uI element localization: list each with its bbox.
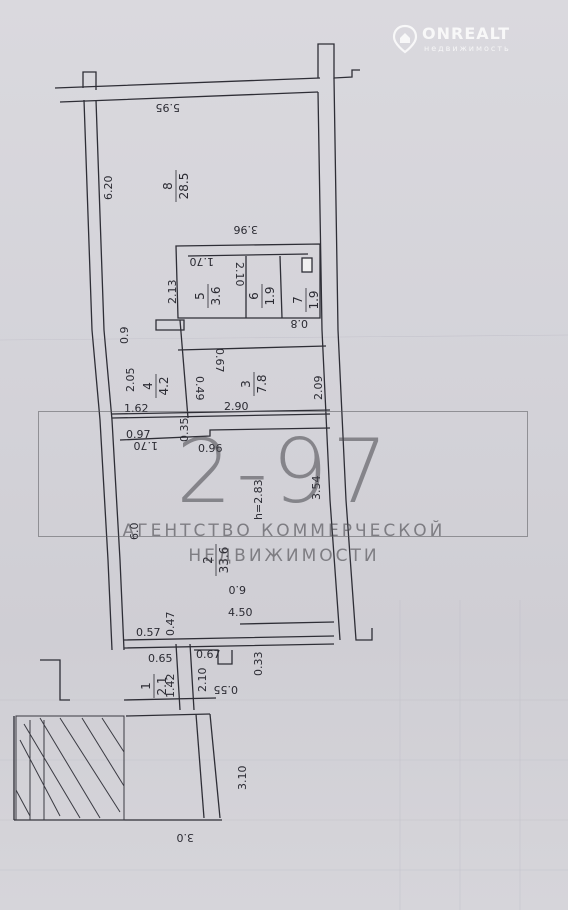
dim-wall-096: 0.96 xyxy=(198,442,223,455)
dim-n033: 0.33 xyxy=(252,652,265,677)
dim-door-049: 0.49 xyxy=(193,376,206,401)
room-2-number: 2 xyxy=(201,556,215,564)
room-6-number: 6 xyxy=(247,292,261,300)
dim-door-170: 1.70 xyxy=(134,439,159,452)
dim-n067: 0.67 xyxy=(196,648,221,661)
room-1-number: 1 xyxy=(139,682,153,690)
dim-inner-width: 3.96 xyxy=(234,223,259,236)
room-3-area: 7.8 xyxy=(255,374,269,393)
room-7-number: 7 xyxy=(291,296,305,304)
brand-logo: ONREALT недвижимость xyxy=(392,22,562,58)
room-6-area: 1.9 xyxy=(263,286,277,305)
dim-bottom-h: 3.10 xyxy=(236,766,249,791)
room-3-label: 3 7.8 xyxy=(239,372,269,396)
dim-wall-035: 0.35 xyxy=(178,418,191,443)
dim-room3-w: 2.90 xyxy=(224,400,249,413)
room-7-area: 1.9 xyxy=(307,290,321,309)
room-1-area: 2.1 xyxy=(155,676,169,695)
room-8-area: 28.5 xyxy=(177,173,191,200)
dim-n055: 0.55 xyxy=(214,683,239,696)
room-8-label: 8 28.5 xyxy=(161,170,191,202)
dim-left-upper: 6.20 xyxy=(102,176,115,201)
dim-wc-b: 2.10 xyxy=(233,262,246,287)
room-2-label: 2 33.6 xyxy=(201,544,231,576)
dim-n047: 0.47 xyxy=(164,612,177,637)
room-5-number: 5 xyxy=(193,292,207,300)
dim-wall-09: 0.9 xyxy=(118,327,131,345)
room-8-number: 8 xyxy=(161,182,175,190)
dim-n065: 0.65 xyxy=(148,652,173,665)
dim-n142: 1.42 xyxy=(164,674,177,699)
dim-room2-label: h=2.83 xyxy=(252,479,265,520)
dim-room2-w: 4.50 xyxy=(228,606,253,619)
dim-n210: 2.10 xyxy=(196,668,209,693)
watermark-line-1: АГЕНТСТВО КОММЕРЧЕСКОЙ xyxy=(122,521,446,541)
dim-room4-h: 2.05 xyxy=(124,368,137,393)
dimension-labels: 5.95 6.20 3.96 1.70 2.10 2.13 0.9 0.8 0.… xyxy=(102,101,325,844)
room-2-area: 33.6 xyxy=(217,547,231,574)
room-7-label: 7 1.9 xyxy=(291,288,321,312)
dim-wc-a: 1.70 xyxy=(190,255,215,268)
room-5-area: 3.6 xyxy=(209,286,223,305)
room-4-label: 4 4.2 xyxy=(141,374,171,398)
room-4-area: 4.2 xyxy=(157,376,171,395)
watermark-number: 2-97 xyxy=(176,420,392,523)
room-3-number: 3 xyxy=(239,380,253,388)
watermark-frame xyxy=(38,411,528,537)
brand-name: ONREALT xyxy=(422,24,511,43)
dim-door-067: 0.67 xyxy=(213,348,226,373)
room-1-label: 1 2.1 xyxy=(139,674,169,698)
dim-room3-h: 2.09 xyxy=(312,376,325,401)
watermark-line-2: НЕДВИЖИМОСТИ xyxy=(188,546,380,566)
dim-n057: 0.57 xyxy=(136,626,161,639)
dim-room2-h: 3.54 xyxy=(310,476,323,501)
room-5-label: 5 3.6 xyxy=(193,284,223,308)
dim-mid: 6.0 xyxy=(229,583,247,596)
house-pin-icon xyxy=(392,24,418,54)
dim-top-width: 5.95 xyxy=(156,101,181,114)
dim-room5-h: 2.13 xyxy=(166,280,179,305)
room-labels: 8 28.5 5 3.6 6 1.9 7 1.9 4 4.2 3 7.8 xyxy=(139,170,321,698)
room-6-label: 6 1.9 xyxy=(247,284,277,308)
dim-left-lower: 6.0 xyxy=(128,523,141,541)
brand-subtitle: недвижимость xyxy=(424,44,511,53)
dim-door-097: 0.97 xyxy=(126,428,151,441)
dim-bottom-w: 3.0 xyxy=(177,831,195,844)
room-4-number: 4 xyxy=(141,382,155,390)
dim-room7-w: 0.8 xyxy=(291,317,309,330)
hatched-area xyxy=(15,715,125,821)
